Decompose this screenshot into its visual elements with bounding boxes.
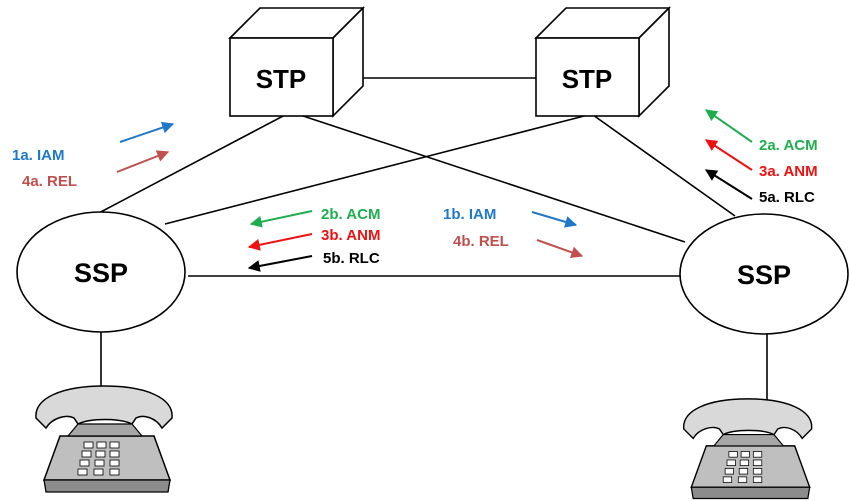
label-3a: 3a. ANM bbox=[759, 163, 818, 180]
stp-left-node: STP bbox=[228, 6, 365, 118]
label-5a: 5a. RLC bbox=[759, 189, 815, 206]
arrow-2a bbox=[705, 109, 753, 143]
arrow-5b bbox=[247, 255, 313, 272]
arrow-2b bbox=[249, 210, 313, 228]
link-ssp-left-stp-right bbox=[164, 114, 589, 225]
arrow-1b bbox=[531, 211, 578, 228]
link-ssp-left-stp-left bbox=[94, 114, 286, 216]
telephone-icon bbox=[35, 385, 173, 493]
message-arrows bbox=[116, 109, 753, 272]
arrow-4b bbox=[536, 239, 584, 259]
link-stp-left-ssp-right bbox=[299, 114, 686, 243]
stp-left-label: STP bbox=[256, 64, 307, 94]
message-labels: 1a. IAM 4a. REL 2a. ACM 3a. ANM 5a. RLC … bbox=[12, 137, 818, 267]
telephone-icon bbox=[683, 398, 813, 500]
label-2b: 2b. ACM bbox=[321, 206, 380, 223]
label-4b: 4b. REL bbox=[453, 233, 509, 250]
arrow-1a bbox=[119, 121, 175, 143]
stp-right-label: STP bbox=[562, 64, 613, 94]
label-2a: 2a. ACM bbox=[759, 137, 818, 154]
ssp-right-node: SSP bbox=[679, 213, 849, 335]
label-4a: 4a. REL bbox=[22, 173, 77, 190]
ssp-left-label: SSP bbox=[74, 258, 128, 288]
arrow-5a bbox=[704, 169, 753, 200]
stp-right-node: STP bbox=[534, 6, 671, 118]
ssp-right-label: SSP bbox=[737, 260, 791, 290]
link-stp-right-ssp-right bbox=[592, 114, 736, 217]
arrow-3b bbox=[247, 233, 313, 251]
links bbox=[94, 77, 768, 405]
arrow-3a bbox=[704, 139, 753, 171]
label-1b: 1b. IAM bbox=[443, 206, 496, 223]
arrow-4a bbox=[116, 150, 170, 173]
label-5b: 5b. RLC bbox=[323, 250, 380, 267]
label-3b: 3b. ANM bbox=[321, 227, 380, 244]
ssp-left-node: SSP bbox=[16, 211, 186, 333]
label-1a: 1a. IAM bbox=[12, 147, 65, 164]
